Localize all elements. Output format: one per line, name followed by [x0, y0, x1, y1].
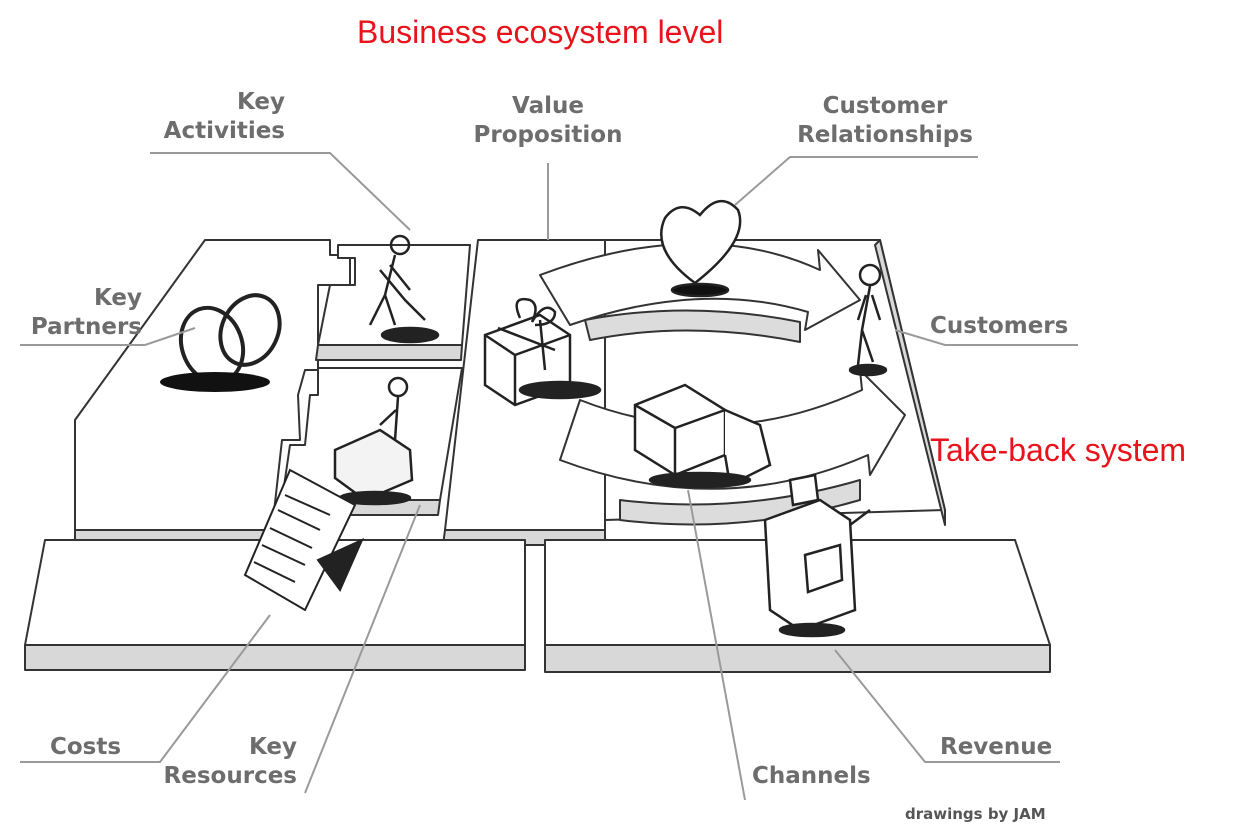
drawing-credit: drawings by JAM — [905, 805, 1046, 823]
leader-customers — [894, 329, 1078, 346]
leader-key-partners — [20, 327, 196, 346]
key-activities-block — [315, 244, 471, 361]
label-revenue: Revenue — [940, 734, 1053, 760]
delivery-truck-icon — [633, 383, 772, 489]
label-customers: Customers — [930, 313, 1069, 339]
gift-box-icon — [483, 297, 602, 407]
label-channels: Channels — [752, 763, 871, 789]
rings-icon — [160, 293, 282, 392]
leader-costs — [20, 614, 271, 763]
digging-person-icon — [368, 234, 440, 344]
label-customer-relationships: Customer Relationships — [797, 93, 973, 148]
label-key-activities: Key Activities — [163, 89, 285, 144]
leader-key-activities — [150, 152, 411, 231]
leader-key-resources — [304, 504, 421, 794]
person-at-machine-icon — [333, 376, 414, 506]
label-key-resources: Key Resources — [163, 734, 297, 789]
invoice-document-icon — [243, 468, 364, 612]
business-ecosystem-annotation: Business ecosystem level — [357, 14, 724, 50]
label-key-partners: Key Partners — [30, 285, 142, 340]
customer-person-icon — [848, 263, 888, 377]
label-value-proposition: Value Proposition — [473, 93, 623, 148]
cash-register-icon — [763, 473, 871, 638]
label-costs: Costs — [50, 734, 122, 760]
leader-customer-relationships — [734, 156, 978, 206]
leader-channels — [687, 489, 746, 801]
heart-icon — [660, 200, 742, 298]
leader-revenue — [834, 649, 1060, 763]
take-back-system-annotation: Take-back system — [930, 432, 1187, 468]
